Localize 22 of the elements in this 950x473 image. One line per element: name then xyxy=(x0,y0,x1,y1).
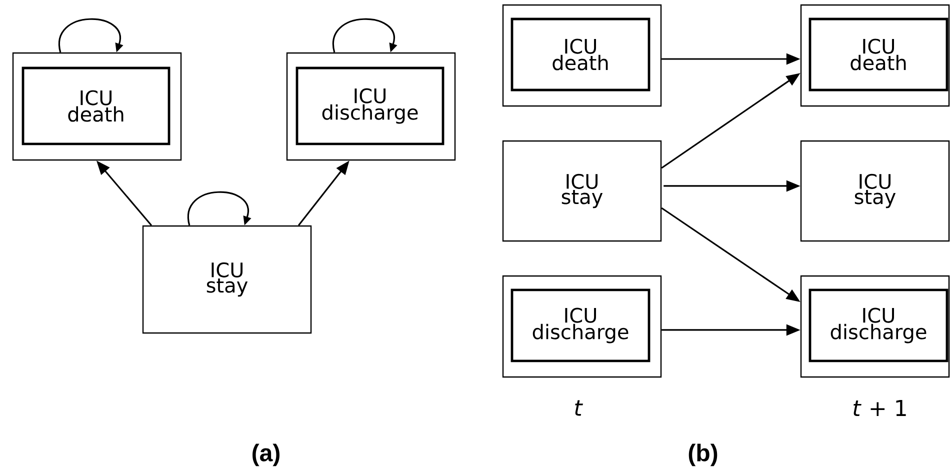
state-box: ICU death xyxy=(510,18,650,92)
state-box: ICU stay xyxy=(502,140,662,242)
state-box: ICU discharge xyxy=(296,66,444,146)
state-box: ICU discharge xyxy=(808,288,948,362)
time-label: t + 1 xyxy=(854,400,906,416)
panel-label: (b) xyxy=(688,444,718,466)
state-box: ICU stay xyxy=(800,140,950,242)
outer-box xyxy=(502,275,662,378)
state-box: ICU death xyxy=(808,18,948,92)
time-label: t xyxy=(575,400,583,416)
arrow xyxy=(58,18,124,52)
outer-box xyxy=(800,4,950,107)
arrow xyxy=(188,191,252,226)
outer-box xyxy=(800,275,950,378)
state-box: ICU discharge xyxy=(510,288,650,362)
outer-box xyxy=(12,52,182,161)
arrow xyxy=(332,18,398,52)
panel-label: (a) xyxy=(252,444,280,466)
outer-box xyxy=(502,4,662,107)
state-box: ICU death xyxy=(22,66,170,146)
outer-box xyxy=(286,52,456,161)
state-box: ICU stay xyxy=(142,225,312,334)
